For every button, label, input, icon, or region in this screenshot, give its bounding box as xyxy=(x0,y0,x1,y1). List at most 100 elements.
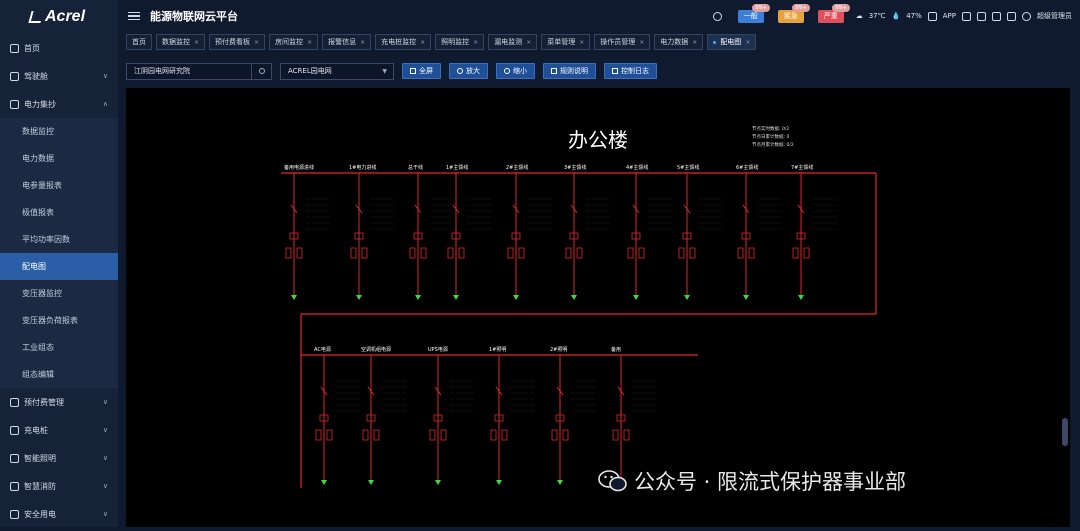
feeder[interactable]: 空调机组电源 xyxy=(361,346,407,485)
sidebar-item-lighting[interactable]: 智能照明∨ xyxy=(0,444,118,472)
close-icon[interactable]: × xyxy=(473,38,479,46)
feeder[interactable]: 3#主馈线 xyxy=(564,164,610,300)
tab-2[interactable]: 预付费看板× xyxy=(209,34,266,50)
tab-9[interactable]: 操作员管理× xyxy=(594,34,651,50)
feeder[interactable]: 6#主馈线 xyxy=(736,164,782,300)
close-icon[interactable]: × xyxy=(579,38,585,46)
tab-3[interactable]: 房间监控× xyxy=(269,34,319,50)
feeder[interactable]: 1#主馈线 xyxy=(446,164,492,300)
feeder[interactable]: 备用 xyxy=(611,346,657,485)
feeder[interactable]: 备用电源进线 xyxy=(284,164,330,300)
close-icon[interactable]: × xyxy=(420,38,426,46)
chevron-up-icon: ∧ xyxy=(102,100,108,108)
close-icon[interactable]: × xyxy=(254,38,260,46)
chevron-down-icon: ▼ xyxy=(382,67,387,75)
sidebar-item-home[interactable]: 首页 xyxy=(0,34,118,62)
count-badge: 99+ xyxy=(832,3,850,12)
search-icon[interactable] xyxy=(712,11,722,21)
diagram-title: 办公楼 xyxy=(568,128,628,152)
network-select[interactable]: ACREL园电网▼ xyxy=(280,62,394,80)
app-link[interactable]: APP xyxy=(942,12,956,20)
close-icon[interactable]: × xyxy=(692,38,698,46)
close-icon[interactable]: × xyxy=(745,38,751,46)
tab-11[interactable]: 配电图× xyxy=(707,34,757,50)
watermark: 公众号 · 限流式保护器事业部 xyxy=(598,466,906,496)
ground-arrow xyxy=(496,480,502,485)
site-search-button[interactable] xyxy=(252,62,272,80)
feeder-label: 备用电源进线 xyxy=(284,164,314,171)
ground-arrow xyxy=(633,295,639,300)
tab-7[interactable]: 漏电监测× xyxy=(488,34,538,50)
feeder[interactable]: 总干线 xyxy=(408,164,454,300)
tab-1[interactable]: 数据监控× xyxy=(156,34,206,50)
sidebar-sub-item[interactable]: 电参量报表 xyxy=(0,172,118,199)
feeder[interactable]: UPS电源 xyxy=(428,346,474,485)
feeder-label: 2#主馈线 xyxy=(506,164,528,171)
feeder[interactable]: 1#照明 xyxy=(489,347,535,485)
sidebar-sub-item[interactable]: 工业组态 xyxy=(0,334,118,361)
zoom-in-button[interactable]: 放大 xyxy=(449,63,488,79)
weather-icon: ☁ xyxy=(855,12,863,20)
toolbar: 江阴园电网研究院 ACREL园电网▼ 全屏 放大 缩小 规则说明 控制日志 xyxy=(126,62,657,80)
sidebar-sub-item[interactable]: 变压器监控 xyxy=(0,280,118,307)
feeder-label: UPS电源 xyxy=(428,346,448,353)
close-icon[interactable]: × xyxy=(526,38,532,46)
sidebar-sub-item[interactable]: 组态编辑 xyxy=(0,361,118,388)
sidebar-sub-item[interactable]: 电力数据 xyxy=(0,145,118,172)
menu-toggle-icon[interactable] xyxy=(128,10,140,23)
dashboard-icon xyxy=(10,71,19,81)
sidebar-item-fire[interactable]: 智慧消防∨ xyxy=(0,472,118,500)
fullscreen-icon[interactable] xyxy=(977,11,986,21)
feeder[interactable]: 5#主馈线 xyxy=(677,164,723,300)
control-log-button[interactable]: 控制日志 xyxy=(604,63,657,79)
rules-button[interactable]: 规则说明 xyxy=(543,63,596,79)
ground-arrow xyxy=(571,295,577,300)
notification-icon[interactable] xyxy=(992,11,1001,21)
sidebar-item-power[interactable]: 电力集抄∧ xyxy=(0,90,118,118)
feeder[interactable]: 2#主馈线 xyxy=(506,164,552,300)
sidebar-sub-item-active[interactable]: 配电图 xyxy=(0,253,118,280)
tab-bar: 首页数据监控×预付费看板×房间监控×报警信息×充电桩监控×照明监控×漏电监测×菜… xyxy=(126,34,757,50)
sidebar-sub-item[interactable]: 变压器负荷报表 xyxy=(0,307,118,334)
diagram-canvas[interactable]: 办公楼 节点实时数据: 0/2 节点日累计数据: 0 节点月累计数据: 0/2 … xyxy=(126,88,1070,527)
feeder[interactable]: 2#照明 xyxy=(550,347,596,485)
feeder[interactable]: 1#电力进线 xyxy=(349,164,395,300)
theme-icon[interactable] xyxy=(1007,11,1016,21)
tab-6[interactable]: 照明监控× xyxy=(435,34,485,50)
user-avatar-icon[interactable] xyxy=(1022,11,1031,21)
chevron-down-icon: ∨ xyxy=(102,482,108,490)
zoom-out-button[interactable]: 缩小 xyxy=(496,63,535,79)
close-icon[interactable]: × xyxy=(194,38,200,46)
sidebar-sub-item[interactable]: 平均功率因数 xyxy=(0,226,118,253)
tab-0[interactable]: 首页 xyxy=(126,34,152,50)
scrollbar[interactable] xyxy=(1062,418,1068,446)
tab-4[interactable]: 报警信息× xyxy=(322,34,372,50)
ground-arrow xyxy=(321,480,327,485)
tab-5[interactable]: 充电桩监控× xyxy=(375,34,432,50)
fullscreen-button[interactable]: 全屏 xyxy=(402,63,441,79)
close-icon[interactable]: × xyxy=(360,38,366,46)
count-badge: 99+ xyxy=(752,3,770,12)
settings-icon[interactable] xyxy=(962,11,971,21)
site-input[interactable]: 江阴园电网研究院 xyxy=(126,62,252,80)
tab-8[interactable]: 菜单管理× xyxy=(541,34,591,50)
chevron-down-icon: ∨ xyxy=(102,454,108,462)
feeder[interactable]: 7#主馈线 xyxy=(791,164,837,300)
sidebar-item-prepaid[interactable]: 预付费管理∨ xyxy=(0,388,118,416)
sidebar-item-safety[interactable]: 安全用电∨ xyxy=(0,500,118,528)
fire-icon xyxy=(10,481,19,491)
user-name[interactable]: 超级管理员 xyxy=(1037,12,1072,20)
sidebar-item-cockpit[interactable]: 驾驶舱∨ xyxy=(0,62,118,90)
close-icon[interactable]: × xyxy=(639,38,645,46)
feeder[interactable]: AC电源 xyxy=(314,346,360,485)
sidebar-sub-item[interactable]: 数据监控 xyxy=(0,118,118,145)
sidebar-item-charging[interactable]: 充电桩∨ xyxy=(0,416,118,444)
close-icon[interactable]: × xyxy=(307,38,313,46)
tab-10[interactable]: 电力数据× xyxy=(654,34,704,50)
sidebar-sub-item[interactable]: 极值报表 xyxy=(0,199,118,226)
feeder[interactable]: 4#主馈线 xyxy=(626,164,672,300)
